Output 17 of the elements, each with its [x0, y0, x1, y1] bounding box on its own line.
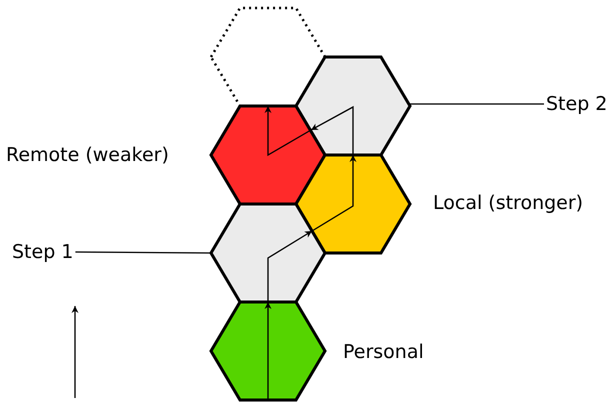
hexagon-label: Local (stronger) [433, 191, 584, 215]
hexagon-cell [211, 106, 325, 204]
arrow [310, 106, 354, 155]
arrow [312, 155, 356, 232]
leader-line [75, 251, 211, 254]
hexagon-cell [296, 57, 410, 155]
hexagon-label: Personal [343, 340, 424, 364]
arrow [264, 302, 272, 400]
hexagon-cell [296, 155, 410, 253]
arrow [267, 230, 312, 302]
step-label: Step 2 [546, 92, 608, 116]
arrow [264, 106, 312, 156]
step-label: Step 1 [12, 240, 74, 264]
hexagon-cell [211, 302, 325, 400]
leader-line [410, 103, 544, 105]
hexagon-label: Remote (weaker) [6, 143, 169, 167]
hexagon-cell [211, 204, 325, 302]
